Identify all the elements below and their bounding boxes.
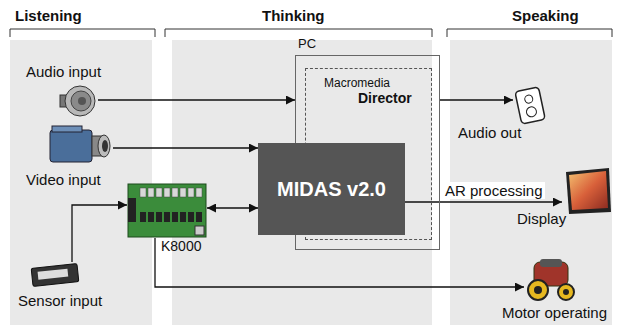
listening-panel	[10, 40, 152, 325]
signal-arrow	[155, 238, 524, 287]
motor: Motor operating	[524, 258, 579, 302]
robot-motor	[528, 259, 574, 300]
process-box: MIDAS v2.0	[258, 143, 405, 235]
display: Display	[562, 168, 612, 213]
io-board: K8000	[127, 183, 207, 238]
node-label: Audio input	[26, 63, 101, 80]
audio-input: Audio input	[58, 85, 98, 117]
thinking-band: ThinkingPC MacromediaDirectorMIDAS v2.0	[172, 0, 432, 325]
loudspeaker-box	[515, 87, 545, 124]
node-label: Sensor input	[18, 292, 102, 309]
node-label: MIDAS v2.0	[277, 178, 386, 201]
node-label: K8000	[161, 238, 201, 254]
edge-label: AR processing	[443, 182, 545, 199]
sensor-icon	[31, 264, 79, 287]
audio-out: Audio out	[513, 88, 547, 122]
node-label: Video input	[26, 171, 101, 188]
video-input: Video input	[48, 125, 113, 167]
signal-arrow	[72, 205, 127, 262]
thinking-panel	[172, 40, 432, 325]
node-label: PC	[298, 37, 316, 52]
band-heading: Speaking	[512, 7, 579, 24]
node-label: Macromedia	[324, 77, 390, 91]
signal-arrow	[98, 99, 295, 100]
node-label: Audio out	[458, 124, 521, 141]
bracket	[10, 29, 155, 37]
node-label: Director	[358, 90, 412, 106]
signal-arrow	[207, 207, 258, 208]
speaking-band: SpeakingAudio outDisplayMotor operating	[450, 0, 612, 325]
signal-arrow	[440, 99, 513, 100]
k8000-board	[128, 184, 206, 237]
camera-icon	[50, 126, 110, 162]
listening-band: ListeningAudio inputVideo inputK8000Sens…	[10, 0, 152, 325]
bracket	[447, 29, 612, 37]
signal-arrow	[405, 201, 562, 202]
speaker-icon	[60, 86, 95, 116]
band-heading: Thinking	[262, 7, 325, 24]
band-heading: Listening	[15, 7, 82, 24]
bracket	[165, 29, 432, 37]
display-screen	[566, 168, 611, 214]
node-label: Display	[517, 210, 566, 227]
signal-arrow	[113, 147, 258, 148]
node-label: Motor operating	[502, 304, 607, 321]
sensor-input: Sensor input	[28, 262, 83, 288]
